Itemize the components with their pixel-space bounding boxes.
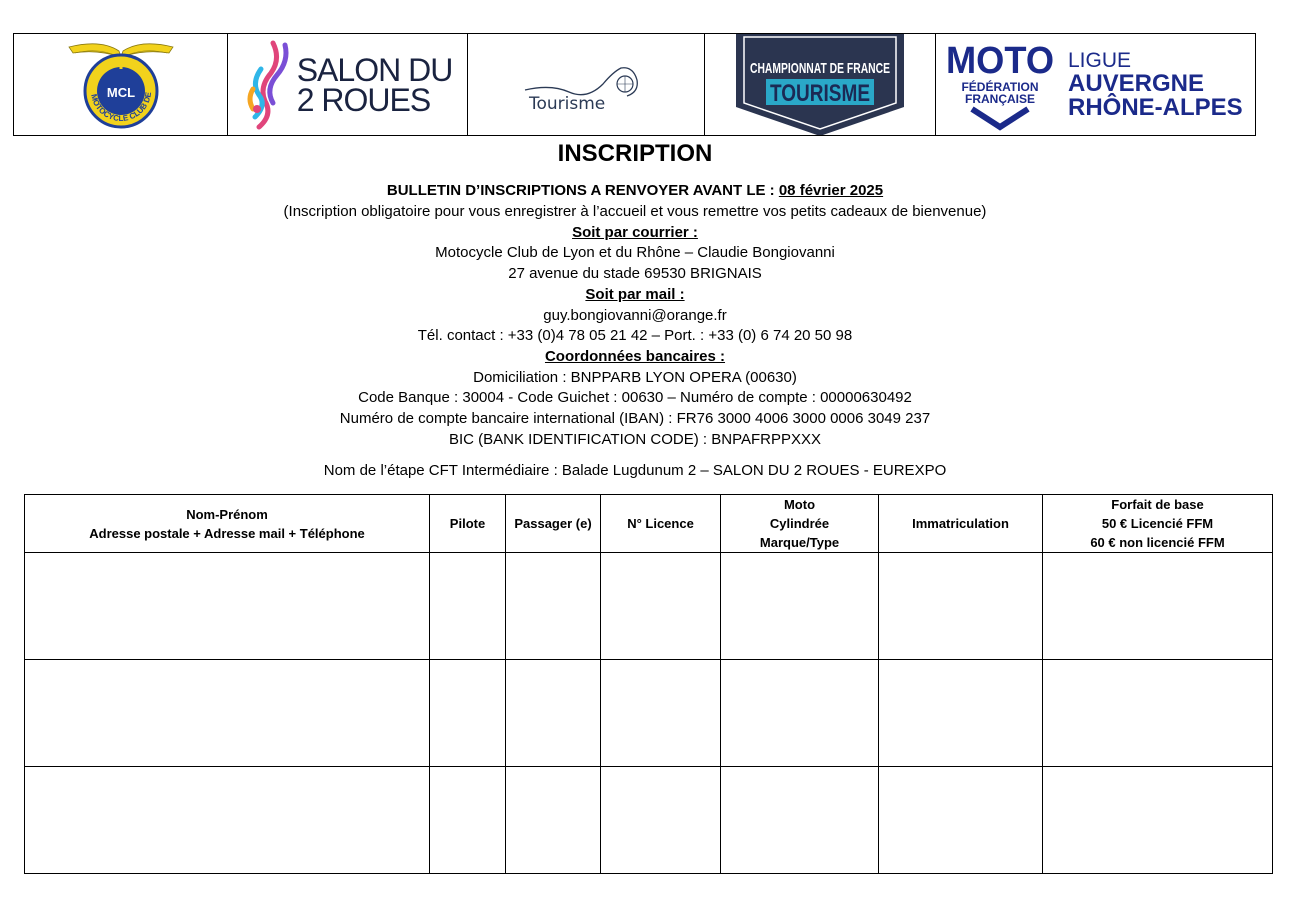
ffm-francaise-text: FRANÇAISE bbox=[965, 92, 1035, 106]
deadline-label: BULLETIN D’INSCRIPTIONS A RENVOYER AVANT… bbox=[386, 182, 779, 199]
cell-passager[interactable] bbox=[505, 552, 601, 660]
cell-passager[interactable] bbox=[505, 659, 601, 767]
table-row bbox=[24, 659, 1273, 767]
bank-domiciliation: Domiciliation : BNPPARB LYON OPERA (0063… bbox=[473, 369, 797, 386]
cell-licence[interactable] bbox=[600, 659, 721, 767]
header-forfait-line-1: Forfait de base bbox=[1111, 497, 1204, 512]
cell-licence[interactable] bbox=[600, 552, 721, 660]
salon-line-2: 2 ROUES bbox=[296, 81, 431, 118]
tourisme-word: Tourisme bbox=[529, 93, 606, 114]
cft-shield-icon: CHAMPIONNAT DE FRANCE TOURISME bbox=[736, 34, 904, 135]
cell-forfait[interactable] bbox=[1042, 552, 1273, 660]
cft-line-2: TOURISME bbox=[770, 80, 870, 107]
cell-name[interactable] bbox=[24, 552, 430, 660]
mcl-emblem-icon: MOTOCYCLE CLUB DE LYON MCL bbox=[61, 37, 174, 128]
ffm-moto-icon: MOTO FÉDÉRATION FRANÇAISE bbox=[946, 36, 1054, 131]
motocycle-club-lyon-logo: MOTOCYCLE CLUB DE LYON MCL bbox=[14, 34, 228, 135]
phone-contact: Tél. contact : +33 (0)4 78 05 21 42 – Po… bbox=[417, 327, 853, 344]
bank-bic: BIC (BANK IDENTIFICATION CODE) : BNPAFRP… bbox=[449, 431, 821, 448]
deadline-date: 08 février 2025 bbox=[778, 182, 884, 199]
stage-name: Nom de l’étape CFT Intermédiaire : Balad… bbox=[323, 462, 947, 479]
ffm-federation-text: FÉDÉRATION bbox=[961, 79, 1038, 94]
table-row bbox=[24, 552, 1273, 660]
header-passager: Passager (e) bbox=[505, 494, 601, 553]
cell-moto[interactable] bbox=[720, 552, 879, 660]
championnat-de-france-tourisme-logo: CHAMPIONNAT DE FRANCE TOURISME bbox=[705, 34, 936, 135]
ffm-moto-text: MOTO bbox=[946, 40, 1054, 82]
cell-moto[interactable] bbox=[720, 766, 879, 874]
ligue-text: LIGUE bbox=[1068, 48, 1132, 72]
page-title: INSCRIPTION bbox=[557, 140, 713, 167]
cell-forfait[interactable] bbox=[1042, 659, 1273, 767]
ffm-ligue-aura-logo: MOTO FÉDÉRATION FRANÇAISE LIGUE AUVERGNE… bbox=[936, 34, 1255, 135]
header-forfait: Forfait de base 50 € Licencié FFM 60 € n… bbox=[1042, 494, 1273, 553]
cell-moto[interactable] bbox=[720, 659, 879, 767]
cell-pilote[interactable] bbox=[429, 659, 506, 767]
header-moto-line-1: Moto bbox=[783, 497, 816, 512]
logo-band: MOTOCYCLE CLUB DE LYON MCL SALON DU 2 RO… bbox=[13, 33, 1256, 136]
header-immatriculation: Immatriculation bbox=[878, 494, 1043, 553]
cell-licence[interactable] bbox=[600, 766, 721, 874]
cell-passager[interactable] bbox=[505, 766, 601, 874]
salon-du-2-roues-logo: SALON DU 2 ROUES bbox=[228, 34, 468, 135]
cell-immatriculation[interactable] bbox=[878, 766, 1043, 874]
header-licence: N° Licence bbox=[600, 494, 721, 553]
mcl-monogram: MCL bbox=[106, 85, 134, 100]
header-forfait-line-3: 60 € non licencié FFM bbox=[1090, 535, 1225, 550]
table-row bbox=[24, 766, 1273, 874]
deadline-line: BULLETIN D’INSCRIPTIONS A RENVOYER AVANT… bbox=[0, 181, 1270, 201]
mail-heading: Soit par mail : bbox=[585, 286, 685, 303]
cell-immatriculation[interactable] bbox=[878, 659, 1043, 767]
bank-codes: Code Banque : 30004 - Code Guichet : 006… bbox=[358, 389, 912, 406]
header-moto-line-2: Cylindrée bbox=[769, 516, 830, 531]
header-forfait-line-2: 50 € Licencié FFM bbox=[1101, 516, 1214, 531]
header-moto: Moto Cylindrée Marque/Type bbox=[720, 494, 879, 553]
cell-immatriculation[interactable] bbox=[878, 552, 1043, 660]
header-name: Nom-Prénom Adresse postale + Adresse mai… bbox=[24, 494, 430, 553]
cell-name[interactable] bbox=[24, 766, 430, 874]
courrier-heading: Soit par courrier : bbox=[572, 224, 698, 241]
courrier-address-2: 27 avenue du stade 69530 BRIGNAIS bbox=[508, 265, 762, 282]
header-moto-line-3: Marque/Type bbox=[759, 535, 840, 550]
registration-note: (Inscription obligatoire pour vous enreg… bbox=[283, 203, 987, 220]
table-header-row: Nom-Prénom Adresse postale + Adresse mai… bbox=[24, 494, 1273, 553]
salon-line-1: SALON DU bbox=[296, 51, 454, 88]
cell-pilote[interactable] bbox=[429, 766, 506, 874]
cell-pilote[interactable] bbox=[429, 552, 506, 660]
cft-line-1: CHAMPIONNAT DE FRANCE bbox=[750, 60, 890, 77]
registration-table: Nom-Prénom Adresse postale + Adresse mai… bbox=[24, 494, 1273, 874]
region-line-1: AUVERGNE bbox=[1068, 69, 1205, 97]
email-link[interactable]: guy.bongiovanni@orange.fr bbox=[543, 307, 727, 324]
courrier-address-1: Motocycle Club de Lyon et du Rhône – Cla… bbox=[435, 244, 835, 261]
bank-heading: Coordonnées bancaires : bbox=[544, 348, 726, 365]
motorcycle-line-icon bbox=[524, 66, 638, 97]
cell-forfait[interactable] bbox=[1042, 766, 1273, 874]
header-pilote: Pilote bbox=[429, 494, 506, 553]
header-name-line-1: Nom-Prénom bbox=[186, 506, 268, 522]
colorful-ribbon-icon bbox=[247, 40, 289, 129]
region-line-2: RHÔNE-ALPES bbox=[1068, 93, 1243, 121]
header-name-line-2: Adresse postale + Adresse mail + Télépho… bbox=[89, 525, 365, 541]
bank-iban: Numéro de compte bancaire international … bbox=[339, 410, 931, 427]
tourisme-logo: Tourisme bbox=[468, 34, 705, 135]
cell-name[interactable] bbox=[24, 659, 430, 767]
